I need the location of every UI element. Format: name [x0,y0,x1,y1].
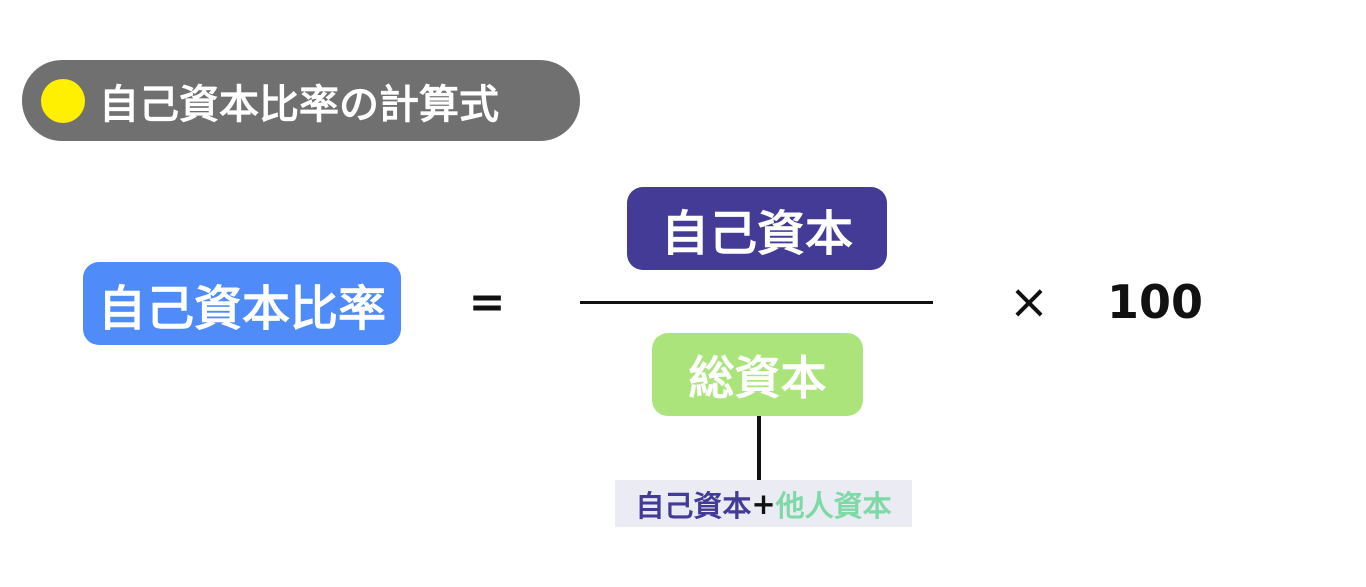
title-text: 自己資本比率の計算式 [99,81,499,128]
lhs-box: 自己資本比率 [83,262,401,345]
numerator-box: 自己資本 [627,187,887,270]
breakdown-other: 他人資本 [775,488,892,523]
yellow-dot-icon [41,78,85,123]
times-sign: × [1008,274,1050,330]
connector-line [757,416,761,480]
equals-sign: = [468,276,506,328]
breakdown-own: 自己資本 [635,488,752,523]
breakdown-box: 自己資本+他人資本 [615,480,912,527]
fraction-bar [580,301,933,304]
denominator-box: 総資本 [652,333,863,416]
multiplier: 100 [1106,275,1204,329]
breakdown-plus: + [751,486,776,521]
title-pill: 自己資本比率の計算式 [22,60,580,141]
